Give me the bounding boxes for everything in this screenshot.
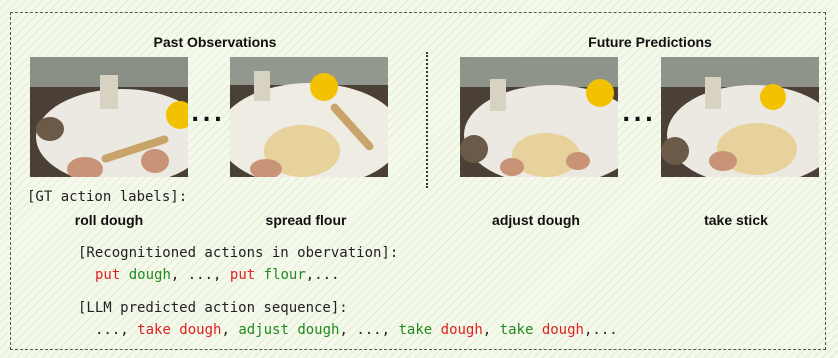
prediction-frame-2 xyxy=(661,57,819,177)
llm-token-6: take xyxy=(398,322,441,338)
llm-token-10: dough xyxy=(541,322,584,338)
llm-token-11: ,... xyxy=(583,322,618,338)
observation-frame-2 xyxy=(230,57,388,177)
gt-action-labels-header: [GT action labels]: xyxy=(27,189,188,205)
gt-label-2: spread flour xyxy=(265,212,347,228)
recognized-actions-sequence: put dough, ..., put flour,... xyxy=(95,267,340,283)
future-frames-ellipsis: ... xyxy=(622,102,657,127)
past-future-divider xyxy=(426,52,428,188)
llm-token-1: ..., xyxy=(95,322,138,338)
dashed-frame xyxy=(10,12,826,350)
recognized-verb-2: put xyxy=(229,267,256,283)
llm-token-9: take xyxy=(499,322,542,338)
gt-label-4: take stick xyxy=(704,212,768,228)
recognized-actions-header: [Recognitioned actions in obervation]: xyxy=(78,245,399,261)
prediction-frame-1 xyxy=(460,57,618,177)
llm-predicted-sequence: ..., take dough, adjust dough, ..., take… xyxy=(95,322,618,338)
recognized-separator-1: , ..., xyxy=(170,267,230,283)
llm-token-4: adjust dough xyxy=(238,322,340,338)
recognized-noun-2: flour xyxy=(263,267,306,283)
llm-predicted-header: [LLM predicted action sequence]: xyxy=(78,300,348,316)
recognized-noun-1: dough xyxy=(128,267,171,283)
past-frames-ellipsis: ... xyxy=(191,102,226,127)
llm-token-8: , xyxy=(482,322,500,338)
llm-token-5: , ..., xyxy=(339,322,399,338)
future-predictions-heading: Future Predictions xyxy=(588,34,712,50)
observation-frame-1 xyxy=(30,57,188,177)
llm-token-2: take dough xyxy=(137,322,222,338)
gt-label-3: adjust dough xyxy=(492,212,580,228)
recognized-verb-1: put xyxy=(95,267,121,283)
llm-token-3: , xyxy=(221,322,239,338)
past-observations-heading: Past Observations xyxy=(153,34,277,50)
llm-token-7: dough xyxy=(440,322,483,338)
recognized-separator-2: ,... xyxy=(305,267,340,283)
gt-label-1: roll dough xyxy=(74,212,144,228)
